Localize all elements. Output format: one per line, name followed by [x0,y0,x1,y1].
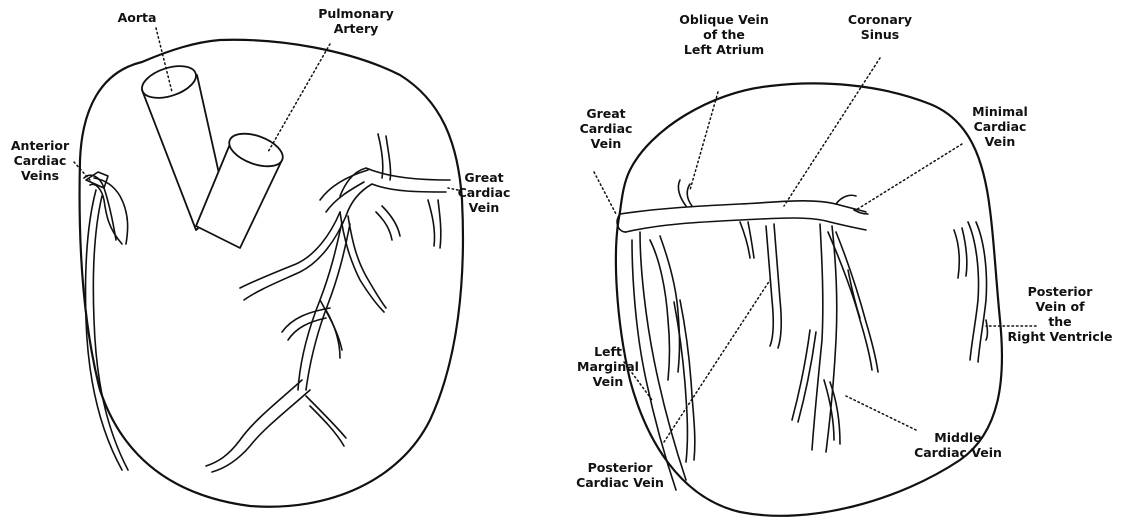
label-aorta: Aorta [118,10,157,25]
anterior-heart [74,28,463,507]
label-coronary-sinus: Coronary Sinus [848,12,912,42]
label-minimal-cardiac-vein: Minimal Cardiac Vein [972,104,1028,149]
label-left-marginal-vein: Left Marginal Vein [577,344,639,389]
label-middle-cardiac-vein: Middle Cardiac Vein [914,430,1002,460]
label-anterior-cardiac-veins: Anterior Cardiac Veins [11,138,69,183]
label-posterior-cardiac-vein: Posterior Cardiac Vein [576,460,664,490]
label-pulmonary-artery: Pulmonary Artery [318,6,394,36]
label-great-cardiac-vein-posterior: Great Cardiac Vein [580,106,633,151]
label-posterior-vein-right-ventricle: Posterior Vein of the Right Ventricle [1007,284,1112,344]
label-great-cardiac-vein-anterior: Great Cardiac Vein [458,170,511,215]
anterior-cardiac-veins [84,172,128,470]
label-oblique-vein: Oblique Vein of the Left Atrium [679,12,768,57]
